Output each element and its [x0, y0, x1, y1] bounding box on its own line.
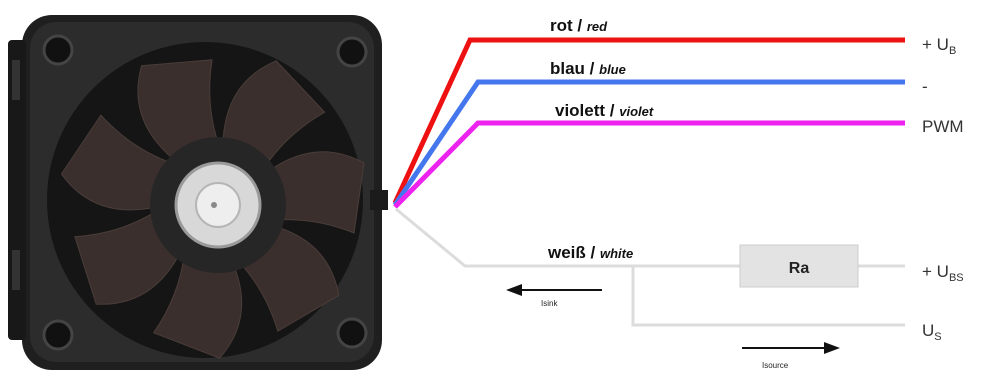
resistor-label: Ra [789, 260, 810, 277]
fan-hub-dot [211, 202, 217, 208]
mounting-hole-icon [42, 319, 74, 351]
fan-hub-center [195, 182, 241, 228]
resistor-ra: Ra [739, 244, 859, 288]
isource-arrow: Isource [742, 342, 840, 370]
wire-sense [631, 266, 905, 327]
terminal-pwm: PWM [922, 117, 964, 136]
isource-label: Isource [762, 361, 789, 370]
terminal-us: US [922, 321, 942, 343]
wire-blue [392, 79, 905, 207]
mounting-hole-icon [336, 317, 368, 349]
arrow-right-icon [824, 342, 840, 354]
wire-violet [393, 120, 905, 209]
isink-arrow: Isink [506, 284, 602, 308]
fan-side-rib-slot [12, 60, 20, 100]
mounting-hole-icon [42, 34, 74, 66]
terminal-ub: + UB [922, 35, 956, 57]
terminal-ubs: + UBS [922, 262, 964, 284]
fan-side-rib-slot [12, 250, 20, 290]
fan-illustration [8, 15, 388, 370]
isink-label: Isink [541, 299, 558, 308]
cable-exit [370, 190, 388, 210]
wire-red [392, 37, 905, 205]
wires [392, 37, 905, 327]
label-red-wire: rot / red [550, 16, 608, 35]
label-violet-wire: violett / violet [555, 101, 654, 120]
label-white-wire: weiß / white [547, 243, 633, 262]
label-blue-wire: blau / blue [550, 59, 626, 78]
terminal-minus: - [922, 77, 928, 96]
wire-white [395, 207, 740, 268]
resistor-body [739, 244, 859, 288]
mounting-hole-icon [336, 36, 368, 68]
arrow-left-icon [506, 284, 522, 296]
